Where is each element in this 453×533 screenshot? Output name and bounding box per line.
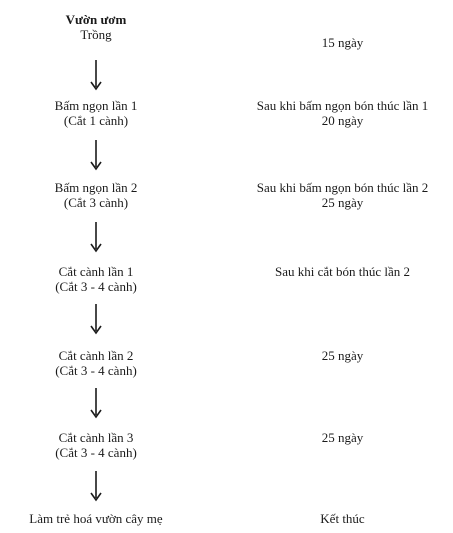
flow-note-cut-2: 25 ngày xyxy=(240,348,445,363)
flow-note-end: Kết thúc xyxy=(240,511,445,526)
note-text: 25 ngày xyxy=(321,430,364,445)
note-text: Sau khi cắt bón thúc lần 2 xyxy=(274,264,411,279)
flow-note-cut-3: 25 ngày xyxy=(240,430,445,445)
flow-note-cut-1: Sau khi cắt bón thúc lần 2 xyxy=(240,264,445,279)
step-label: Trồng xyxy=(80,27,112,42)
step-label: Làm trẻ hoá vườn cây mẹ xyxy=(29,511,163,526)
step-sublabel: (Cắt 3 - 4 cành) xyxy=(55,445,137,460)
step-label: Bấm ngọn lần 1 xyxy=(54,98,138,113)
flow-step-cut-2: Cắt cành lần 2 (Cắt 3 - 4 cành) xyxy=(10,348,182,378)
down-arrow-icon xyxy=(82,385,110,421)
down-arrow-icon xyxy=(82,301,110,337)
note-duration: 20 ngày xyxy=(321,113,364,128)
flow-note-pinch-1: Sau khi bấm ngọn bón thúc lần 1 20 ngày xyxy=(240,98,445,128)
note-text: Sau khi bấm ngọn bón thúc lần 2 xyxy=(256,180,429,195)
down-arrow-icon xyxy=(82,219,110,255)
step-label: Cắt cành lần 1 xyxy=(58,264,134,279)
note-text: Kết thúc xyxy=(320,511,365,526)
flow-step-pinch-1: Bấm ngọn lần 1 (Cắt 1 cành) xyxy=(10,98,182,128)
flow-note-nursery: 15 ngày xyxy=(240,35,445,50)
step-label: Bấm ngọn lần 2 xyxy=(54,180,138,195)
flow-step-pinch-2: Bấm ngọn lần 2 (Cắt 3 cành) xyxy=(10,180,182,210)
step-label: Cắt cành lần 3 xyxy=(58,430,134,445)
flow-step-nursery: Vườn ươm Trồng xyxy=(10,12,182,42)
flow-step-rejuvenate: Làm trẻ hoá vườn cây mẹ xyxy=(10,511,182,526)
flow-note-pinch-2: Sau khi bấm ngọn bón thúc lần 2 25 ngày xyxy=(240,180,445,210)
step-sublabel: (Cắt 3 cành) xyxy=(63,195,129,210)
note-text: 15 ngày xyxy=(321,35,364,50)
down-arrow-icon xyxy=(82,468,110,504)
down-arrow-icon xyxy=(82,137,110,173)
step-sublabel: (Cắt 1 cành) xyxy=(63,113,129,128)
step-sublabel: (Cắt 3 - 4 cành) xyxy=(55,363,137,378)
flow-step-cut-3: Cắt cành lần 3 (Cắt 3 - 4 cành) xyxy=(10,430,182,460)
note-duration: 25 ngày xyxy=(321,195,364,210)
note-text: 25 ngày xyxy=(321,348,364,363)
flow-step-cut-1: Cắt cành lần 1 (Cắt 3 - 4 cành) xyxy=(10,264,182,294)
step-label: Cắt cành lần 2 xyxy=(58,348,134,363)
note-text: Sau khi bấm ngọn bón thúc lần 1 xyxy=(256,98,429,113)
step-title: Vườn ươm xyxy=(65,12,127,27)
step-sublabel: (Cắt 3 - 4 cành) xyxy=(55,279,137,294)
down-arrow-icon xyxy=(82,57,110,93)
